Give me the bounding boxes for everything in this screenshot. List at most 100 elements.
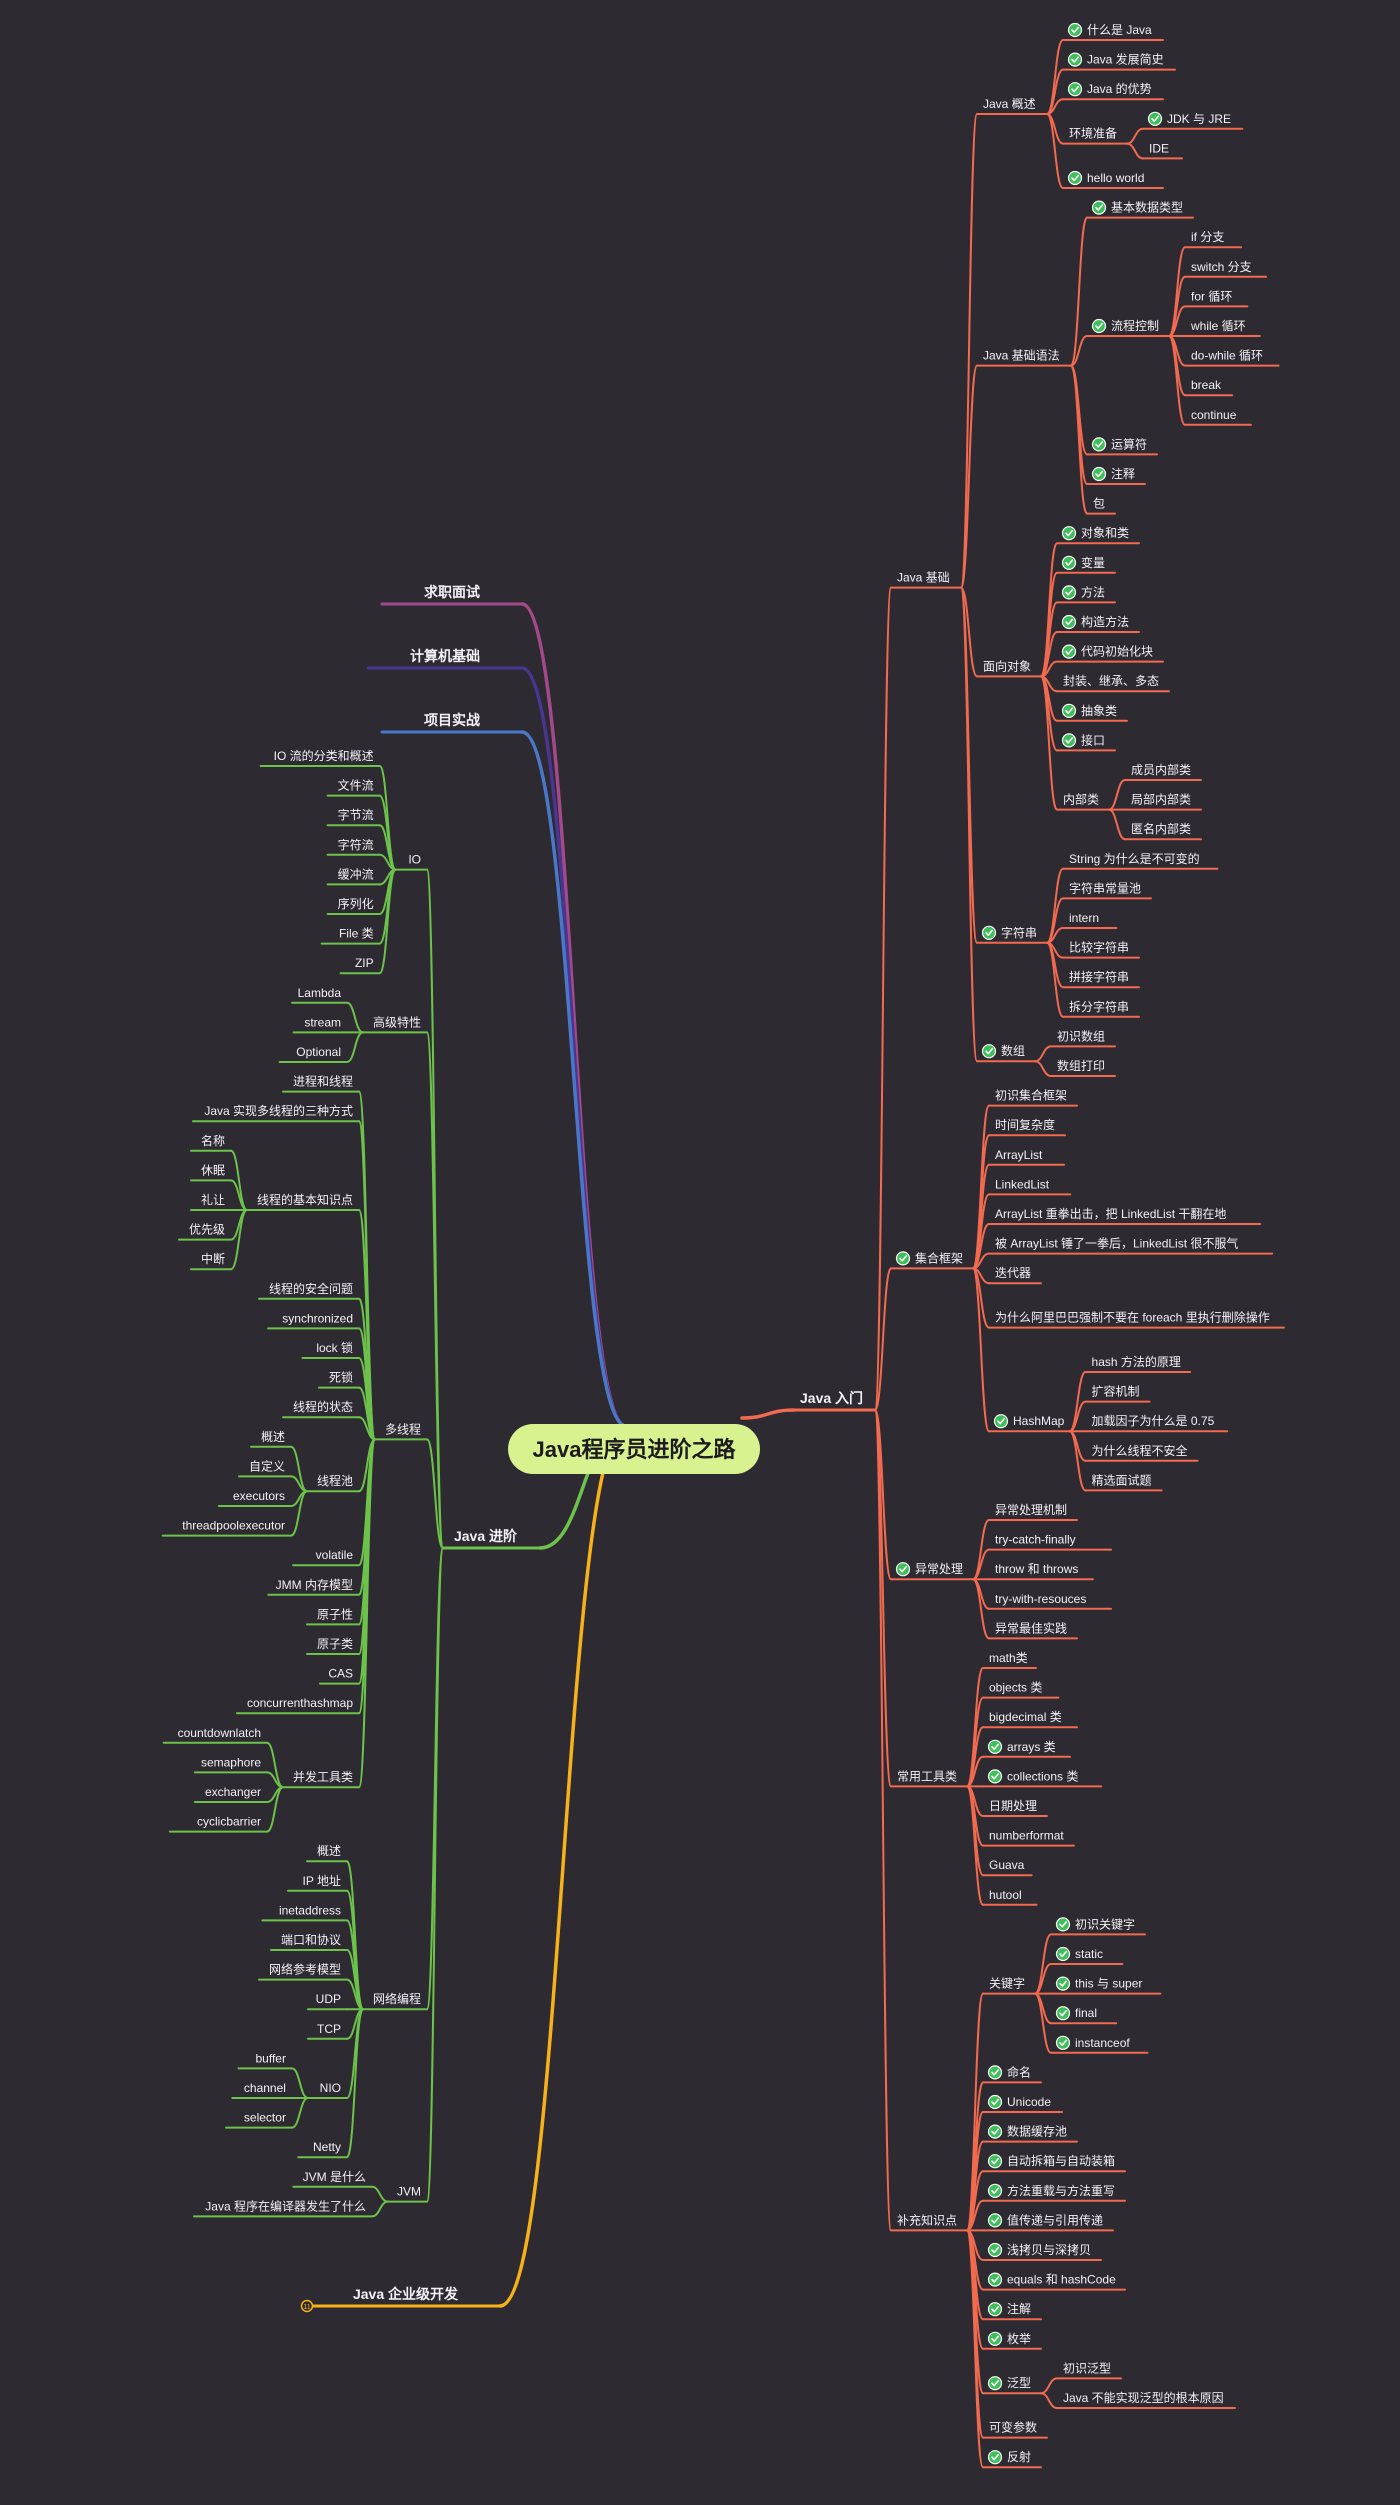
topic-label-topic: 字符流 (338, 837, 374, 852)
topic-label-foreach: 为什么阿里巴巴强制不要在 foreach 里执行删除操作 (995, 1310, 1270, 1325)
branch-line (358, 1438, 376, 1789)
root-node[interactable]: Java程序员进阶之路 (508, 1424, 760, 1474)
check-icon (987, 2213, 1003, 2228)
topic-label-topic: 数组 (1001, 1043, 1025, 1058)
topic-label-topic: 初识数组 (1057, 1028, 1105, 1043)
topic-label-topic: 概述 (317, 1844, 341, 1858)
branch-line (1070, 364, 1088, 515)
topic-label-io: IO 流的分类和概述 (274, 748, 374, 763)
branch-line (346, 1860, 364, 2011)
topic-label-topic: 基本数据类型 (1111, 200, 1183, 215)
topic-label-topic: 迭代器 (995, 1266, 1031, 1280)
branch-line (1126, 127, 1144, 145)
topic-label-topic: 字符串常量池 (1069, 880, 1141, 895)
topic-label-concurrenthashmap: concurrenthashmap (247, 1696, 353, 1710)
check-icon (987, 2065, 1003, 2080)
topic-label-java: Java 的优势 (1087, 81, 1152, 96)
topic-label-while: while 循环 (1190, 319, 1246, 333)
topic-label-topic: 中断 (201, 1251, 225, 1266)
check-icon (987, 2094, 1003, 2110)
check-icon (1055, 1976, 1071, 1991)
check-icon (1091, 437, 1107, 452)
topic-label-break: break (1191, 378, 1222, 392)
check-icon (1061, 555, 1077, 570)
topic-label-inetaddress: inetaddress (279, 1903, 341, 1917)
check-icon (1061, 733, 1077, 748)
branch-line (1040, 2377, 1058, 2395)
topic-label-lock: lock 锁 (316, 1340, 353, 1355)
topic-label-topic: 流程控制 (1111, 318, 1159, 333)
branch-line (1040, 571, 1058, 678)
topic-label-try-with-resouces: try-with-resouces (995, 1592, 1086, 1606)
topic-label-topic: 异常最佳实践 (995, 1620, 1067, 1635)
topic-label-topic: 名称 (201, 1133, 225, 1148)
topic-label-java: Java 不能实现泛型的根本原因 (1063, 2390, 1224, 2405)
check-icon (1067, 52, 1083, 67)
branch-line (370, 2200, 389, 2218)
topic-label-topic: 环境准备 (1069, 126, 1117, 141)
topic-label-throw-throws: throw 和 throws (995, 1562, 1078, 1576)
branch-line (346, 1001, 364, 1034)
topic-label-topic: 构造方法 (1081, 614, 1129, 629)
topic-label-executors: executors (233, 1489, 285, 1503)
topic-label-topic: 数据缓存池 (1007, 2124, 1067, 2139)
topic-label-collections: collections 类 (1007, 1769, 1078, 1783)
branch-line (960, 586, 978, 678)
check-icon (1067, 22, 1083, 38)
topic-label-topic: 自定义 (249, 1458, 285, 1473)
topic-label-topic: 字节流 (338, 807, 374, 822)
check-icon (1061, 585, 1077, 600)
check-icon (1061, 614, 1077, 630)
topic-label-topic: 抽象类 (1081, 704, 1117, 718)
topic-label-topic: 成员内部类 (1131, 762, 1191, 777)
check-icon (987, 2183, 1003, 2198)
check-icon (987, 2154, 1003, 2169)
topic-label-numberformat: numberformat (989, 1829, 1064, 1843)
branch-line (1034, 1992, 1052, 2054)
branch-line (1034, 1060, 1052, 1077)
topic-label-file: File 类 (339, 927, 374, 941)
topic-label-threadpoolexecutor: threadpoolexecutor (182, 1519, 285, 1533)
topic-label-topic: 可变参数 (989, 2420, 1037, 2435)
collapsed-branch-counter[interactable]: 11 (300, 2299, 314, 2313)
check-icon (1067, 170, 1083, 186)
topic-label-topic: 匿名内部类 (1131, 821, 1191, 836)
topic-label-java: Java 程序在编译器发生了什么 (205, 2198, 366, 2213)
topic-label-topic: 内部类 (1063, 792, 1099, 807)
topic-label-java: Java 企业级开发 (353, 2286, 459, 2302)
branch-line (1046, 867, 1064, 944)
branch-line (960, 586, 978, 1063)
topic-label-topic: 拆分字符串 (1069, 999, 1129, 1014)
check-icon (1055, 1917, 1071, 1932)
topic-label-ide: IDE (1149, 141, 1169, 155)
topic-label-topic: 代码初始化块 (1081, 645, 1153, 659)
topic-label-topic: 线程的安全问题 (269, 1281, 353, 1296)
check-icon (987, 2376, 1003, 2391)
topic-label-topic: 端口和协议 (281, 1932, 341, 1947)
topic-label-synchronized: synchronized (282, 1311, 353, 1325)
check-icon (987, 1769, 1003, 1784)
check-icon (1061, 644, 1077, 659)
topic-label-topic: 包 (1093, 497, 1105, 511)
topic-label-topic: 网络参考模型 (269, 1962, 341, 1977)
topic-label-topic: 扩容机制 (1092, 1384, 1140, 1399)
topic-label-objects: objects 类 (989, 1681, 1042, 1695)
topic-label-for: for 循环 (1191, 289, 1232, 303)
topic-label-topic: 原子类 (317, 1637, 353, 1651)
branch-line (960, 113, 978, 589)
topic-label-topic: 命名 (1007, 2064, 1031, 2079)
topic-label-topic: 浅拷贝与深拷贝 (1007, 2242, 1091, 2257)
topic-label-topic: 面向对象 (983, 658, 1031, 673)
topic-label-topic: 优先级 (189, 1223, 225, 1237)
topic-label-topic: 值传递与引用传递 (1007, 2212, 1103, 2227)
topic-label-topic: 接口 (1081, 732, 1105, 747)
topic-label-topic: 线程池 (317, 1473, 353, 1488)
check-icon (1067, 82, 1083, 97)
topic-label-topic: 初识泛型 (1063, 2361, 1111, 2375)
mind-map-branches (161, 39, 1285, 2469)
topic-label-topic: 并发工具类 (293, 1769, 353, 1784)
topic-label-topic: 常用工具类 (897, 1769, 957, 1783)
topic-label-io: IO (408, 853, 421, 867)
branch-line (290, 2097, 309, 2129)
